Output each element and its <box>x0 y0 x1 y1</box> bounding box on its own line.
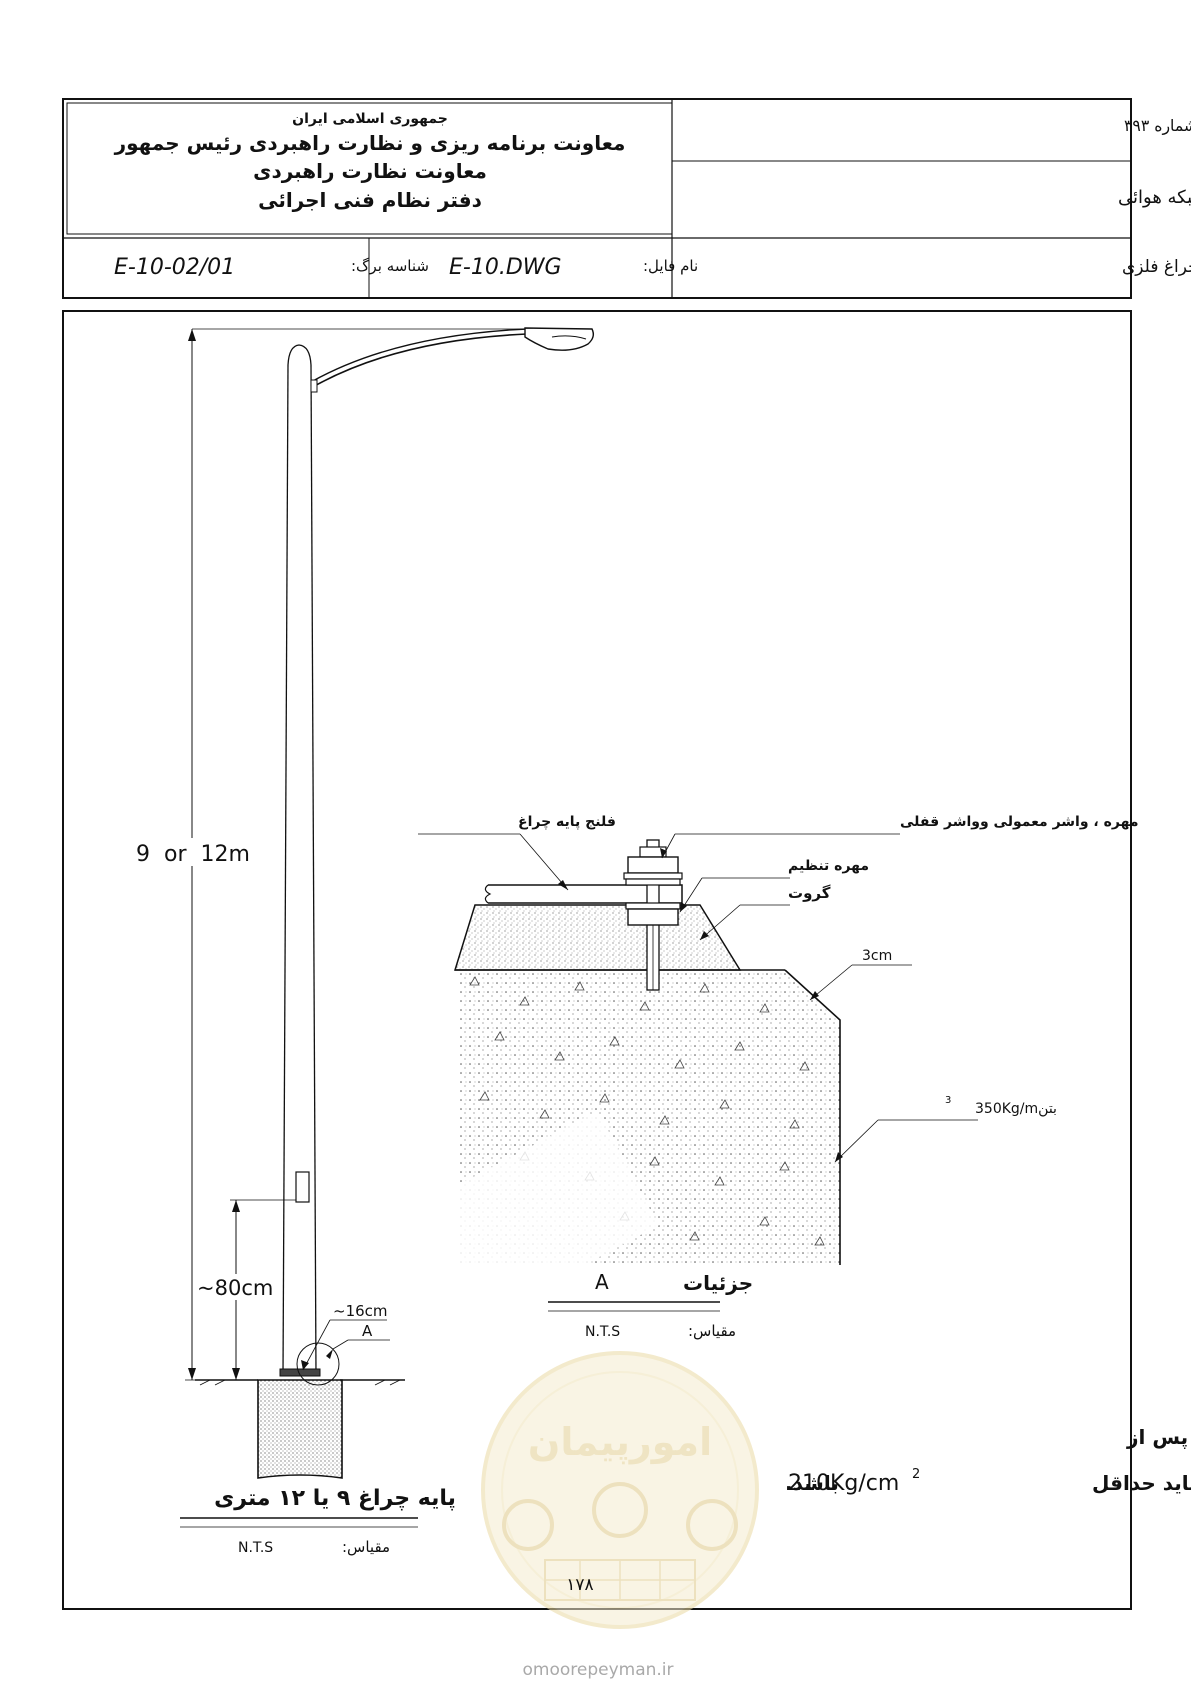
detail-a-caption-word: جزئیات <box>683 1271 753 1295</box>
note-line-2-b: 210Kg/cm <box>788 1471 899 1496</box>
note-line-2-c: باشد. <box>785 1471 839 1495</box>
org-line-1: جمهوری اسلامی ایران <box>292 111 448 127</box>
detail-a-scale-value: N.T.S <box>585 1324 620 1340</box>
sheet-id-value: E-10-02/01 <box>114 255 235 280</box>
watermark-seal: امورپیمان <box>481 1351 759 1629</box>
concrete-fill <box>460 970 840 1265</box>
file-name-label: نام فایل: <box>643 257 698 275</box>
watermark-url: omoorepeyman.ir <box>522 1660 673 1680</box>
org-line-3: معاونت نظارت راهبردی <box>253 159 487 183</box>
detail-a-scale-label: مقیاس: <box>688 1322 736 1340</box>
handhole-height-label: ~80cm <box>197 1276 273 1300</box>
detail-a-caption-ref: A <box>595 1270 609 1294</box>
pole-scale-label: مقیاس: <box>342 1538 390 1556</box>
base-width-label: ~16cm <box>333 1302 388 1320</box>
flange-label: فلنج پایه چراغ <box>518 814 616 830</box>
note-line-1: یادداشت : مقاومت نمونه استوانه‌ای بتن پس… <box>1126 1425 1191 1450</box>
chamfer-label: 3cm <box>862 948 892 964</box>
concrete-superscript: 3 <box>945 1095 951 1106</box>
pole-dimension-ticks <box>188 329 333 1380</box>
detail-ref-label: A <box>362 1322 373 1340</box>
sheet-id-label: شناسه برگ: <box>351 257 429 275</box>
pole-caption: پایه چراغ ۹ یا ۱۲ متری <box>214 1486 456 1511</box>
adjust-nut-label: مهره تنظیم <box>788 858 869 874</box>
street-light-pole <box>185 327 595 1479</box>
pole-height-label: 9 or 12m <box>136 842 250 867</box>
org-line-2: معاونت برنامه ریزی و نظارت راهبردی رئیس … <box>114 131 626 155</box>
note-line-2-a: ۲۸ روز باید حداقل <box>1092 1471 1191 1495</box>
detail-a-drawing <box>418 833 978 1265</box>
sheet-title: عنوان : جزئیات نصب پایه چراغ فلزی <box>1122 257 1191 277</box>
title-block: جمهوری اسلامی ایران معاونت برنامه ریزی و… <box>62 98 1191 299</box>
publication-title: جزئیات اجرائی تیپ تاسیسات الکتریکی ساختم… <box>1124 116 1191 136</box>
file-name-value: E-10.DWG <box>449 255 562 280</box>
nut-washer-label: مهره ، واشر معمولی وواشر قفلی <box>900 814 1139 830</box>
watermark-brand: امورپیمان <box>528 1420 712 1464</box>
concrete-label: بتن350Kg/m <box>975 1101 1057 1117</box>
grout-label: گروت <box>788 884 831 902</box>
pole-scale-value: N.T.S <box>238 1540 273 1556</box>
page-number: ۱۷۸ <box>566 1575 593 1595</box>
note-line-2-superscript: 2 <box>912 1467 920 1482</box>
org-line-4: دفتر نظام فنی اجرائی <box>258 188 482 212</box>
chapter-title: فصل دهم: شبکه هوائی <box>1118 187 1191 208</box>
